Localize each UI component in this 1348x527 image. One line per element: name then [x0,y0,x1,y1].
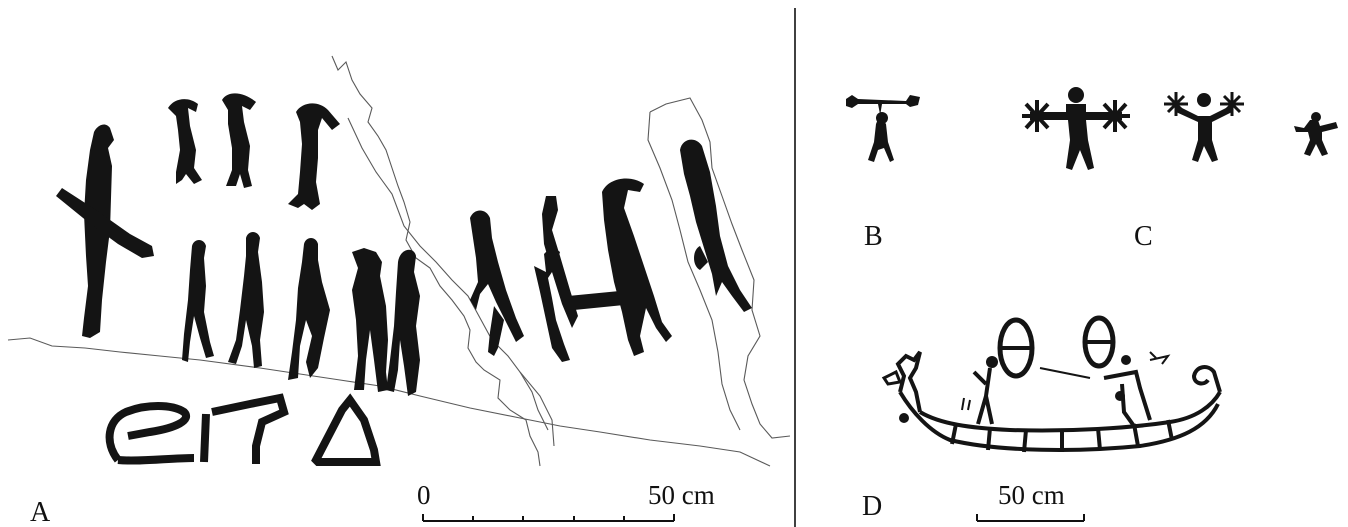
panel-a-label: A [30,497,51,527]
figure-middle-3 [602,178,672,356]
panel-a: A 0 50 cm [7,55,791,527]
figure-middle-1 [470,210,524,356]
panel-b-label: B [864,221,883,252]
figure-row-1 [182,240,214,362]
figure-right-tall [680,139,752,312]
panel-c-label: C [1134,221,1153,252]
panel-d-label: D [862,491,882,522]
panel-d: D 50 cm [862,315,1222,522]
panel-b: B [846,95,920,252]
figure-row-2 [228,232,264,368]
panel-c: C [1022,87,1338,252]
figure-small [1294,112,1338,156]
scale-end-label: 50 cm [648,480,715,510]
panel-a-scale-bar [422,514,675,522]
panel-d-scale-bar [976,514,1085,522]
figure-arms-raised-b [846,95,920,162]
boat-carving [881,315,1222,453]
figure-upper-1 [168,99,202,184]
figure-upper-3 [288,103,340,210]
panel-d-scale-label: 50 cm [998,480,1065,510]
figure-star-hands-medium [1164,92,1244,162]
outlined-signs [105,393,381,466]
figure-upper-2 [222,93,256,188]
rock-contour-lines [7,55,791,467]
figure-star-hands-large [1022,87,1130,170]
figure-row-4 [352,248,388,392]
figure-row-3 [288,238,330,380]
scale-start-label: 0 [417,480,431,510]
figure-tall-with-staff [56,124,154,338]
figure-row-5 [386,249,420,396]
